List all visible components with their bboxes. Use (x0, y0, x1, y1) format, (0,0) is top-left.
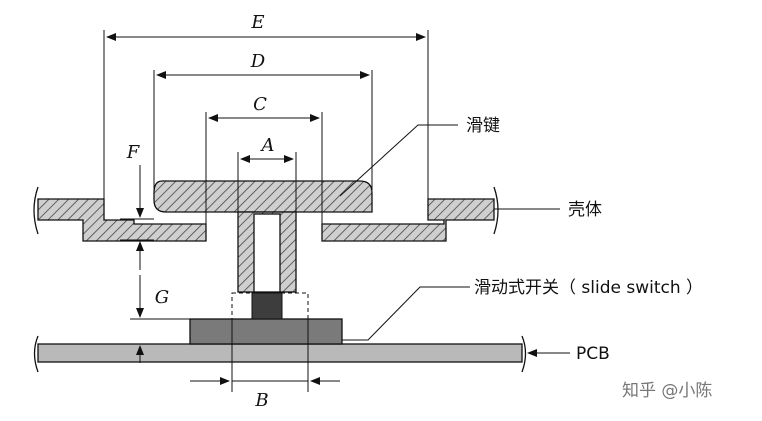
leader-lines (339, 124, 570, 357)
slide-switch-body (189, 292, 343, 345)
label-housing: 壳体 (568, 200, 602, 220)
dim-label-b: B (254, 390, 268, 411)
dim-label-e: E (250, 12, 264, 33)
label-pcb: PCB (576, 344, 610, 364)
dimension-arrows (106, 33, 426, 385)
dim-label-g: G (155, 287, 169, 308)
extension-lines (103, 30, 429, 392)
dim-label-a: A (260, 135, 275, 156)
housing (33, 186, 499, 242)
watermark: 知乎 @小陈 (622, 381, 712, 401)
slider-keycap (153, 180, 373, 293)
dim-label-f: F (126, 142, 141, 163)
label-slider: 滑键 (466, 116, 500, 136)
dim-label-c: C (253, 94, 267, 115)
dim-label-d: D (250, 51, 266, 72)
label-switch: 滑动式开关（ slide switch ） (474, 278, 703, 298)
